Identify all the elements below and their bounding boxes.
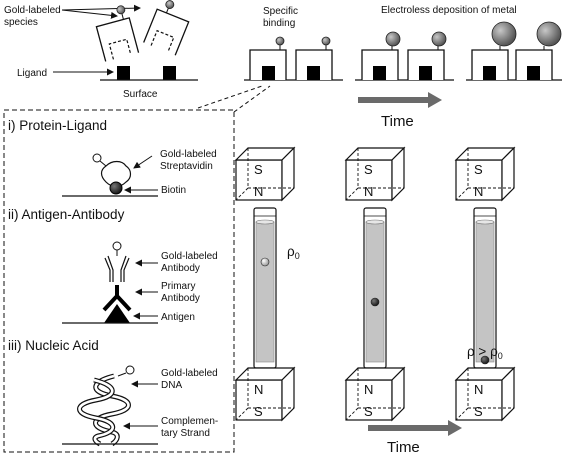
svg-text:N: N bbox=[254, 184, 263, 199]
bottom-time-label: Time bbox=[387, 439, 420, 456]
primary-antibody-label: Primary bbox=[161, 281, 195, 292]
svg-text:S: S bbox=[474, 162, 483, 177]
gold-labeled-species-2 bbox=[143, 0, 190, 56]
surface-label: Surface bbox=[123, 89, 158, 100]
electroless-deposition-label: Electroless deposition of metal bbox=[381, 5, 517, 16]
species-pointer-arrow bbox=[61, 9, 118, 19]
bottom-magnet-3: NS bbox=[454, 366, 516, 422]
sample-tube-2 bbox=[363, 207, 387, 369]
examples-panel-border bbox=[3, 109, 235, 453]
specific-binding-label-2: binding bbox=[263, 18, 295, 29]
svg-text:S: S bbox=[364, 162, 373, 177]
sample-tube-3 bbox=[473, 207, 497, 369]
levitating-particle-3 bbox=[480, 355, 490, 365]
specific-binding-label: Specific bbox=[263, 6, 298, 17]
svg-text:N: N bbox=[364, 382, 373, 397]
gold-labeled-species-label-2: species bbox=[4, 17, 38, 28]
unbound-species-group: Gold-labeled species Ligand Surface bbox=[4, 0, 198, 100]
bound-stage-deposition-1 bbox=[355, 31, 454, 81]
bound-stage-deposition-2 bbox=[466, 21, 562, 81]
top-magnet-1: SN bbox=[234, 146, 296, 202]
bound-stage-specific-binding bbox=[244, 36, 343, 81]
gold-dna-label: Gold-labeled bbox=[161, 368, 218, 379]
gold-antibody-label-2: Antibody bbox=[161, 263, 200, 274]
svg-text:N: N bbox=[364, 184, 373, 199]
protein-ligand-title: i) Protein-Ligand bbox=[8, 118, 107, 133]
levitating-particle-1 bbox=[260, 257, 270, 267]
streptavidin-label-2: Streptavidin bbox=[160, 161, 213, 172]
complementary-strand-label-2: tary Strand bbox=[161, 428, 210, 439]
ligand-label: Ligand bbox=[17, 68, 47, 79]
streptavidin-biotin-illustration bbox=[62, 153, 158, 197]
species-pointer-arrow-2 bbox=[61, 4, 141, 12]
bottom-time-arrow bbox=[368, 420, 462, 436]
antigen-label: Antigen bbox=[161, 312, 195, 323]
svg-text:N: N bbox=[474, 184, 483, 199]
gold-labeled-species-label: Gold-labeled bbox=[4, 5, 61, 16]
top-time-arrow bbox=[358, 92, 442, 108]
antigen-antibody-title: ii) Antigen-Antibody bbox=[8, 207, 125, 222]
biotin-label: Biotin bbox=[161, 185, 186, 196]
top-magnet-3: SN bbox=[454, 146, 516, 202]
streptavidin-arrow bbox=[133, 155, 153, 169]
levitating-particle-2 bbox=[370, 297, 380, 307]
rho-zero-label: ρ0 bbox=[287, 244, 300, 261]
svg-text:S: S bbox=[364, 404, 373, 419]
nucleic-acid-title: iii) Nucleic Acid bbox=[8, 338, 99, 353]
gold-labeled-species-1 bbox=[95, 5, 140, 62]
bottom-magnet-2: NS bbox=[344, 366, 406, 422]
complementary-strand-label: Complemen- bbox=[161, 416, 218, 427]
ligand-block-2 bbox=[163, 66, 176, 80]
svg-text:S: S bbox=[474, 404, 483, 419]
top-time-label: Time bbox=[381, 113, 414, 130]
callout-dash-line-1 bbox=[197, 85, 263, 109]
bottom-magnet-1: NS bbox=[234, 366, 296, 422]
svg-text:S: S bbox=[254, 162, 263, 177]
dna-helix-illustration bbox=[62, 365, 158, 447]
gold-antibody-label: Gold-labeled bbox=[161, 251, 218, 262]
svg-text:N: N bbox=[254, 382, 263, 397]
primary-antibody-label-2: Antibody bbox=[161, 293, 200, 304]
svg-text:S: S bbox=[254, 404, 263, 419]
streptavidin-label: Gold-labeled bbox=[160, 149, 217, 160]
rho-greater-label: ρ > ρ0 bbox=[467, 344, 503, 361]
sample-tube-1 bbox=[253, 207, 277, 369]
gold-dna-label-2: DNA bbox=[161, 380, 182, 391]
ligand-block-1 bbox=[117, 66, 130, 80]
callout-dash-line-2 bbox=[233, 85, 271, 113]
antibody-antigen-illustration bbox=[62, 241, 158, 324]
svg-text:N: N bbox=[474, 382, 483, 397]
top-magnet-2: SN bbox=[344, 146, 406, 202]
